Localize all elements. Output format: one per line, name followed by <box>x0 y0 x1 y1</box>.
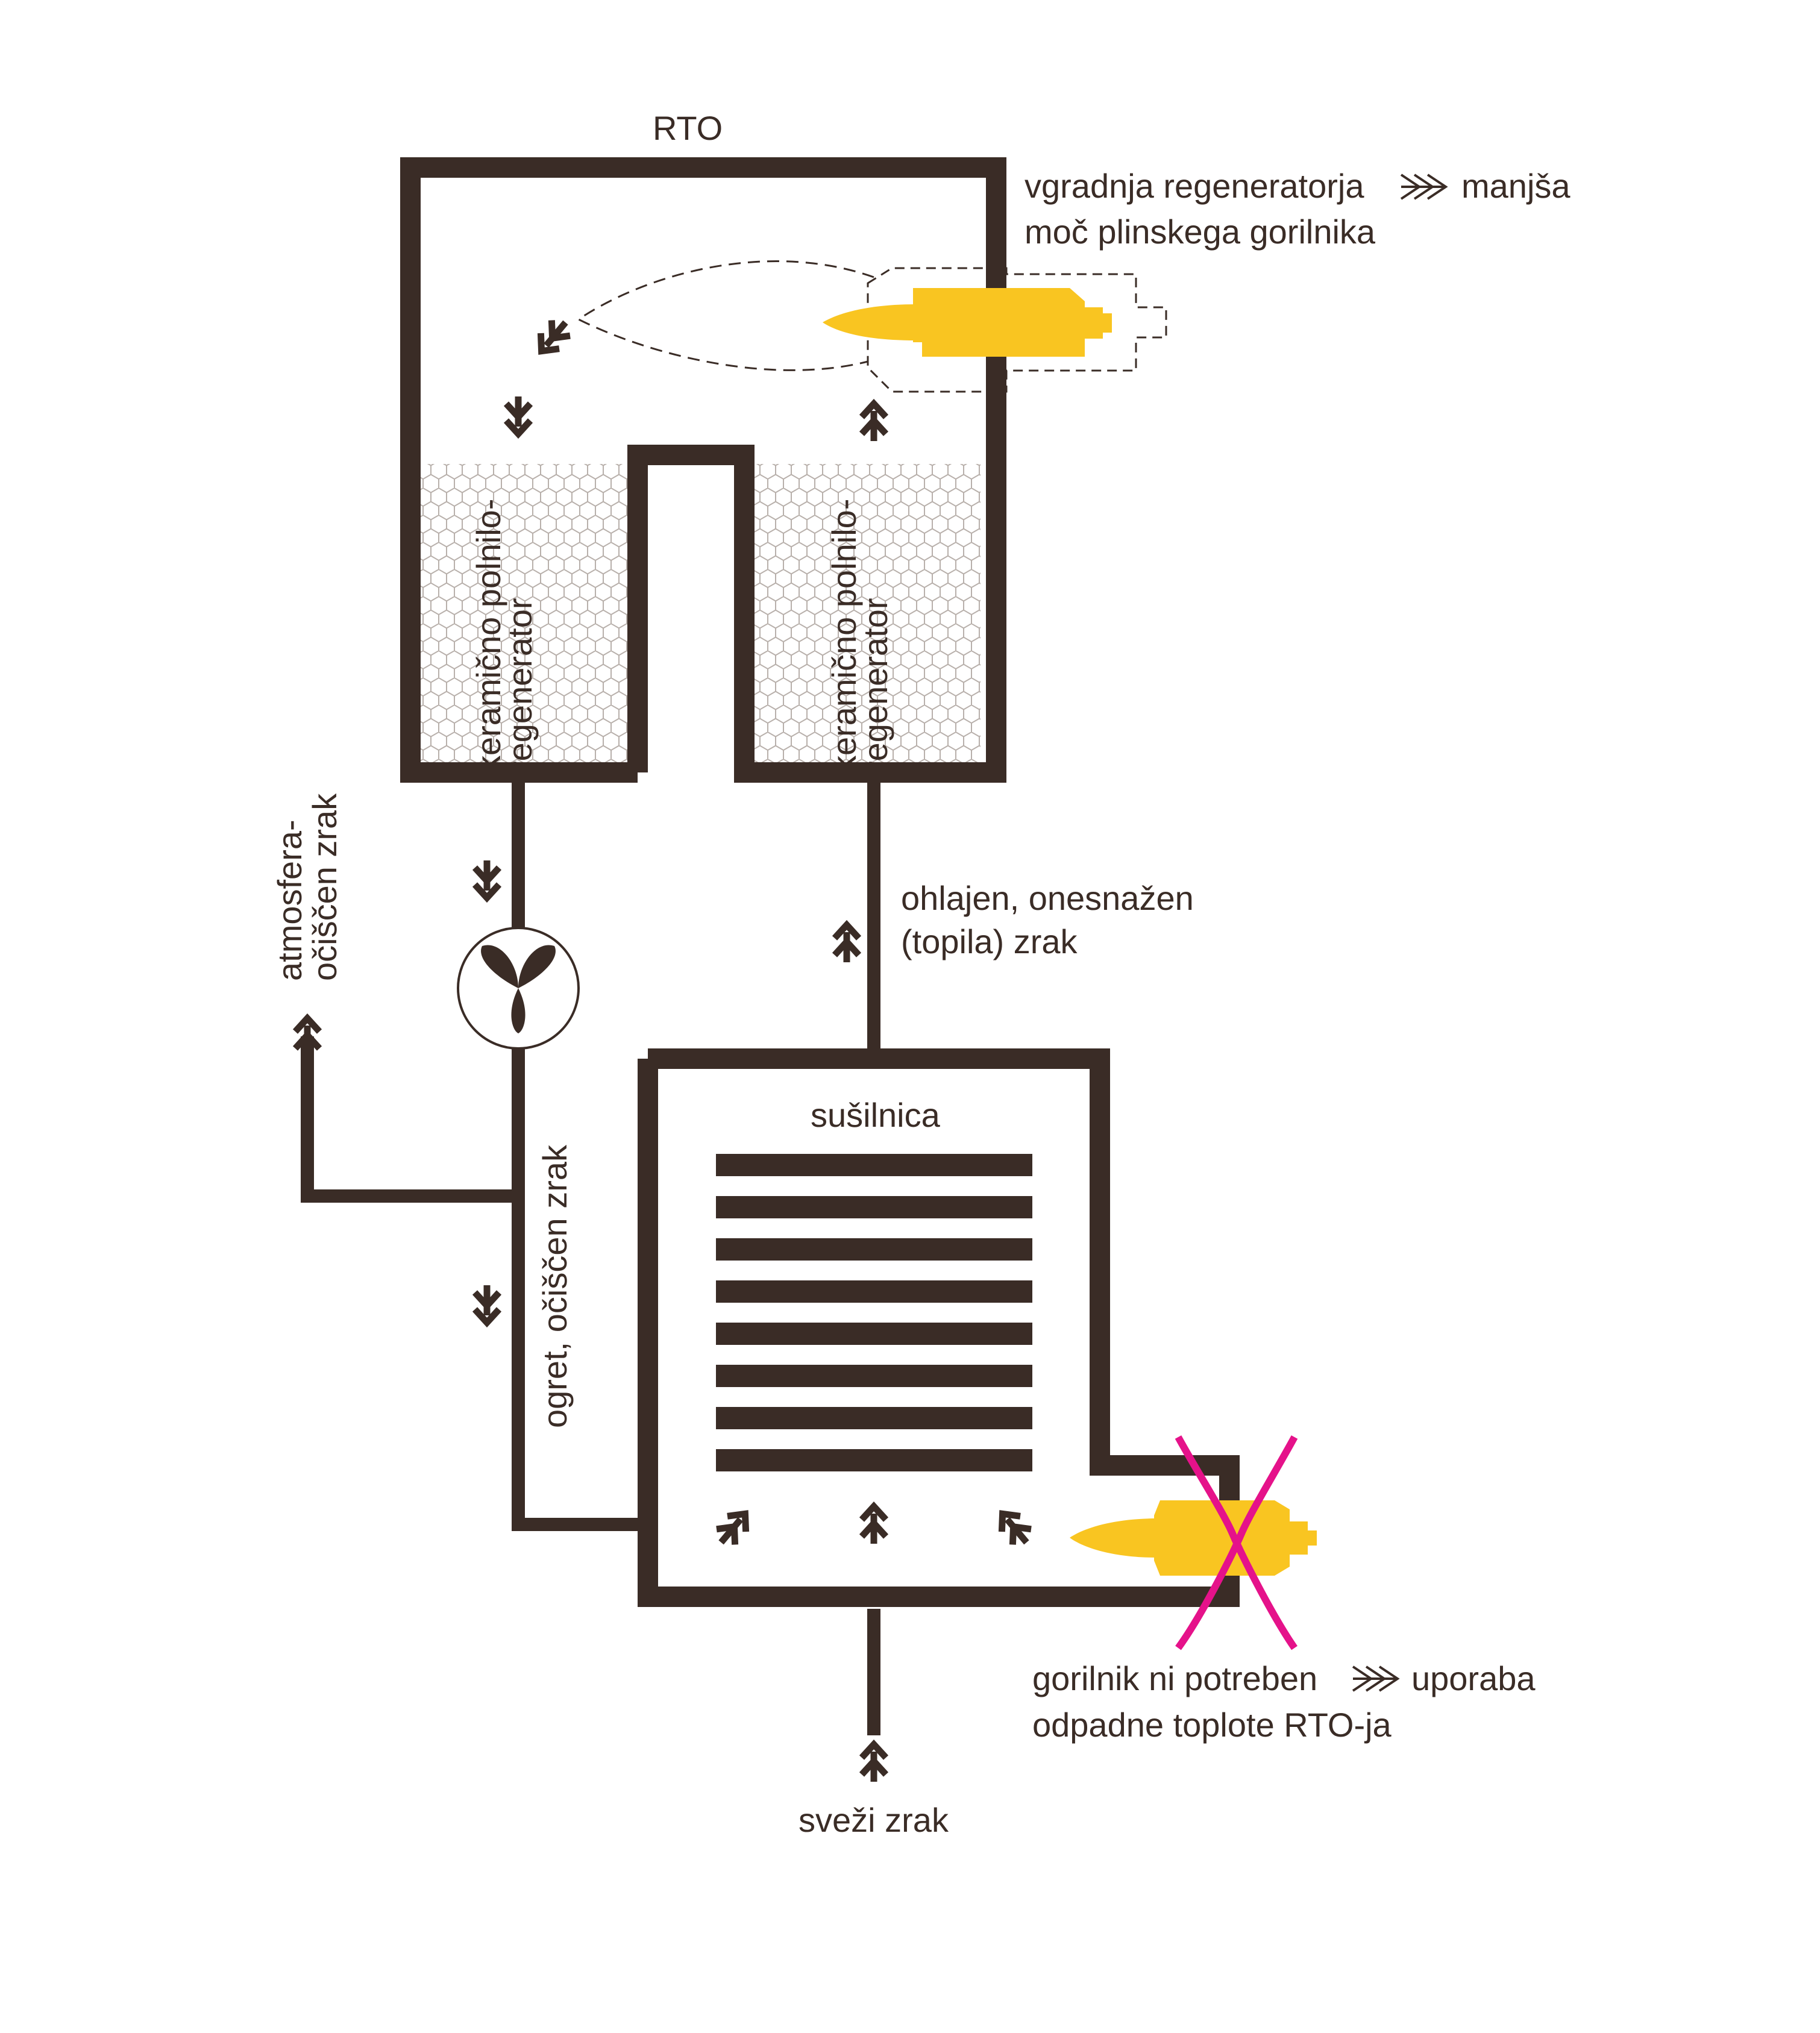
svg-text:manjša: manjša <box>1461 167 1571 205</box>
rto-wall <box>400 157 1006 783</box>
fan-icon <box>457 927 580 1050</box>
svg-text:atmosfera-: atmosfera- <box>271 819 309 981</box>
burner-icon <box>823 267 1167 393</box>
flow-arrow-icon <box>295 1018 319 1056</box>
svg-text:regenerator: regenerator <box>856 598 894 772</box>
flow-arrow-icon <box>862 1506 886 1544</box>
double-arrow-icon <box>1400 174 1447 200</box>
dryer-unit: sušilnica <box>638 1048 1240 1607</box>
fresh-air-label: sveži zrak <box>799 1801 949 1839</box>
svg-text:ohlajen, onesnažen: ohlajen, onesnažen <box>901 879 1194 917</box>
double-arrow-icon <box>1352 1665 1399 1692</box>
dryer-racks <box>716 1154 1032 1471</box>
duct-network <box>301 772 880 1735</box>
dryer-title: sušilnica <box>811 1096 941 1134</box>
flow-arrow-icon <box>993 1506 1035 1550</box>
svg-text:vgradnja regeneratorja: vgradnja regeneratorja <box>1025 167 1364 205</box>
svg-text:gorilnik ni potreben: gorilnik ni potreben <box>1032 1659 1317 1697</box>
burner-note: vgradnja regeneratorja manjša moč plinsk… <box>1025 167 1571 251</box>
cross-out-icon <box>1175 1435 1298 1650</box>
flow-arrow-icon <box>532 315 574 359</box>
flow-arrow-icon <box>835 925 859 962</box>
svg-text:ogret, očiščen zrak: ogret, očiščen zrak <box>536 1144 574 1428</box>
svg-text:(topila) zrak: (topila) zrak <box>901 923 1078 960</box>
no-burner-note: gorilnik ni potreben uporaba odpadne top… <box>1032 1659 1536 1744</box>
rto-unit: RTO <box>400 109 1006 783</box>
flow-arrow-icon <box>862 1744 886 1782</box>
svg-text:keramično polnilo-: keramično polnilo- <box>825 499 863 772</box>
rto-title: RTO <box>653 109 723 147</box>
svg-text:odpadne toplote RTO-ja: odpadne toplote RTO-ja <box>1032 1706 1392 1744</box>
flow-arrow-icon <box>862 404 886 441</box>
flow-arrow-icon <box>475 860 499 898</box>
atmosphere-label: atmosfera- očiščen zrak <box>271 793 344 981</box>
warm-air-label: ogret, očiščen zrak <box>536 1144 574 1428</box>
svg-text:uporaba: uporaba <box>1411 1659 1536 1697</box>
regenerator-right-fill <box>755 464 981 772</box>
flow-arrow-icon <box>506 396 530 434</box>
svg-text:regenerator: regenerator <box>501 598 539 772</box>
cooled-air-label: ohlajen, onesnažen (topila) zrak <box>901 879 1194 960</box>
regenerator-left-fill <box>410 464 629 772</box>
svg-text:keramično polnilo-: keramično polnilo- <box>469 499 507 772</box>
flow-arrow-icon <box>475 1285 499 1323</box>
burner-icon <box>1070 1500 1317 1576</box>
regenerator-left-label: keramično polnilo- regenerator <box>469 499 539 772</box>
flow-arrow-icon <box>712 1506 754 1550</box>
svg-text:moč plinskega gorilnika: moč plinskega gorilnika <box>1025 213 1376 251</box>
regenerator-right-label: keramično polnilo- regenerator <box>825 499 894 772</box>
flame-path <box>577 260 874 371</box>
svg-text:očiščen zrak: očiščen zrak <box>306 793 344 981</box>
